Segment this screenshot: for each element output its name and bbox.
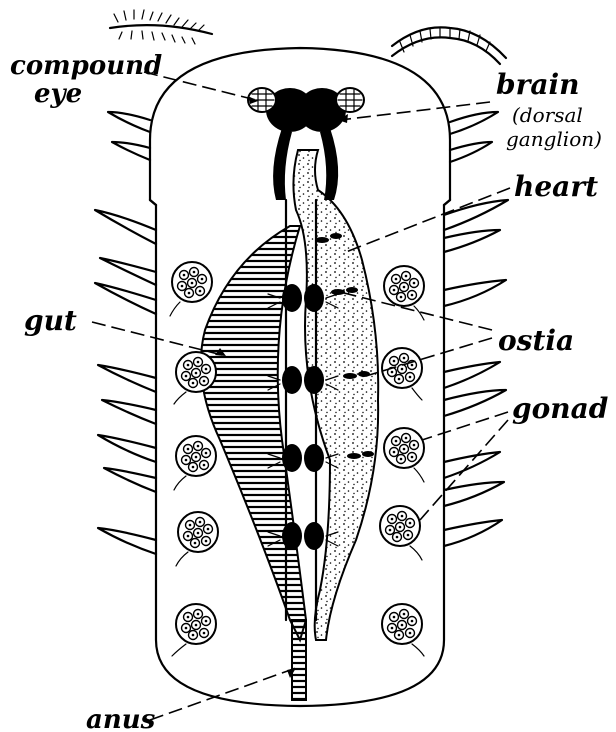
rectum [292, 620, 306, 700]
label-ostia: ostia [498, 324, 574, 357]
left-legs [95, 112, 156, 554]
label-heart: heart [514, 170, 598, 203]
left-antenna [110, 10, 212, 44]
right-antenna [392, 27, 506, 64]
label-brain-sub1: (dorsal [512, 103, 583, 127]
label-brain: brain [496, 68, 579, 101]
label-brain-sub2: ganglion) [506, 127, 602, 151]
label-gut: gut [24, 304, 77, 337]
label-eye: eye [34, 79, 82, 109]
heart [293, 150, 378, 640]
label-anus: anus [86, 705, 156, 732]
label-compound: compound [10, 51, 162, 81]
label-gonad: gonad [512, 392, 608, 425]
